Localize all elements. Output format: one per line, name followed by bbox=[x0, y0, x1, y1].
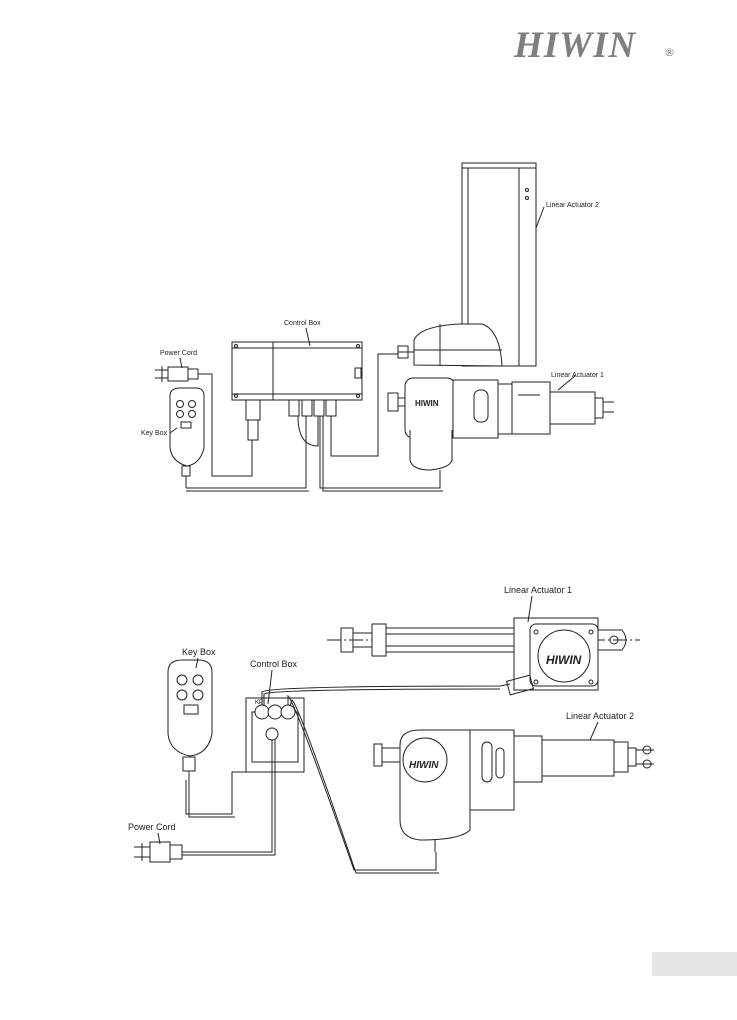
linear-actuator-1-motor bbox=[388, 378, 614, 470]
page-number-tab bbox=[652, 952, 737, 976]
label-power-cord: Power Cord bbox=[160, 350, 197, 357]
label-key-box-b: Key Box bbox=[182, 647, 216, 657]
actuator-2-brand-mark: HIWIN bbox=[409, 760, 439, 771]
label-linear-actuator-2: Linear Actuator 2 bbox=[546, 202, 599, 209]
label-kp-port: KP bbox=[255, 700, 263, 706]
key-box-1 bbox=[170, 388, 204, 488]
power-cord-plug-1 bbox=[155, 366, 198, 382]
label-key-box: Key Box bbox=[141, 430, 168, 437]
actuator-1-long-brand-mark: HIWIN bbox=[546, 653, 582, 667]
label-control-box: Control Box bbox=[284, 320, 321, 327]
linear-actuator-2-motor bbox=[374, 730, 654, 852]
control-box-1 bbox=[232, 342, 362, 440]
label-power-cord-b: Power Cord bbox=[128, 822, 176, 832]
label-control-box-b: Control Box bbox=[250, 659, 298, 669]
label-linear-actuator-2-b: Linear Actuator 2 bbox=[566, 711, 634, 721]
power-cord-plug-2 bbox=[134, 842, 182, 862]
label-linear-actuator-1-b: Linear Actuator 1 bbox=[504, 585, 572, 595]
linear-actuator-1-long bbox=[327, 618, 640, 695]
key-box-2 bbox=[168, 660, 212, 780]
linear-actuator-2-column bbox=[398, 163, 536, 366]
label-linear-actuator-1: Linear Actuator 1 bbox=[551, 372, 604, 379]
actuator-1-brand-mark: HIWIN bbox=[415, 399, 439, 408]
